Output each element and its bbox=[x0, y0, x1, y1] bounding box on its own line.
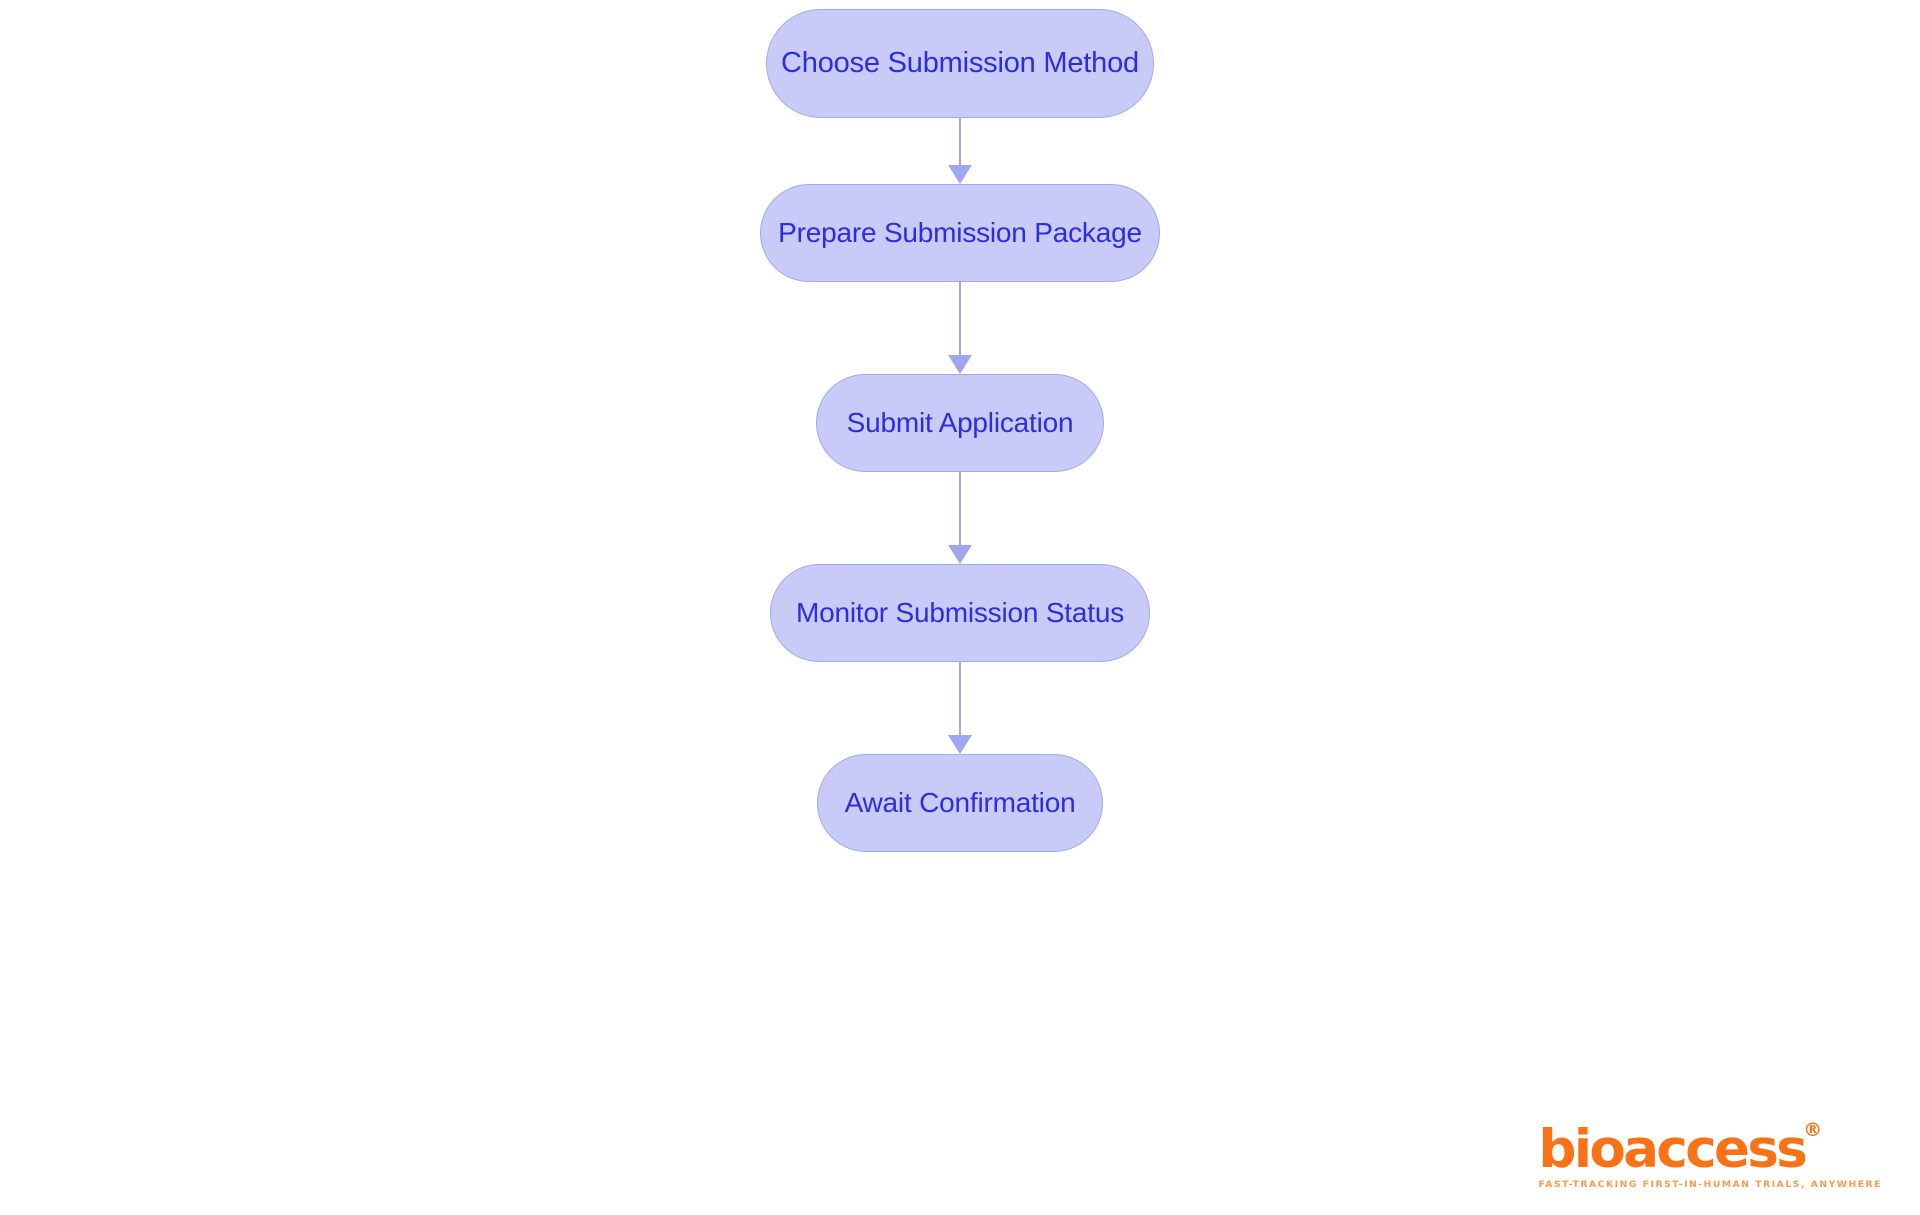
flow-node-label: Choose Submission Method bbox=[781, 47, 1139, 79]
arrowhead-down-icon bbox=[948, 355, 972, 374]
arrowhead-down-icon bbox=[948, 545, 972, 564]
flow-node-label: Submit Application bbox=[846, 407, 1074, 438]
logo-wordmark-label: bioaccess bbox=[1538, 1119, 1808, 1180]
flow-node-label: Await Confirmation bbox=[844, 787, 1076, 818]
connector-stem bbox=[958, 118, 962, 166]
flowchart-node-sequence: Choose Submission Method Prepare Submiss… bbox=[0, 9, 1920, 852]
connector-stem bbox=[958, 282, 962, 356]
arrowhead-down-icon bbox=[948, 735, 972, 754]
logo-tagline: FAST-TRACKING FIRST-IN-HUMAN TRIALS, ANY… bbox=[1538, 1179, 1882, 1190]
flow-node-submit-application[interactable]: Submit Application bbox=[816, 374, 1104, 472]
flow-node-choose-submission-method[interactable]: Choose Submission Method bbox=[766, 9, 1154, 118]
flow-connector-submit-to-monitor bbox=[940, 472, 980, 564]
flow-node-await-confirmation[interactable]: Await Confirmation bbox=[817, 754, 1103, 852]
registered-trademark-icon: ® bbox=[1803, 1119, 1823, 1141]
flow-node-label: Monitor Submission Status bbox=[795, 597, 1125, 628]
connector-stem bbox=[958, 472, 962, 546]
flow-connector-monitor-to-await bbox=[940, 662, 980, 754]
flow-node-label: Prepare Submission Package bbox=[778, 217, 1142, 248]
bioaccess-logo: bioaccess® FAST-TRACKING FIRST-IN-HUMAN … bbox=[1538, 1121, 1883, 1191]
logo-wordmark-text: bioaccess® bbox=[1539, 1121, 1823, 1177]
flow-connector-prepare-to-submit bbox=[940, 282, 980, 374]
connector-stem bbox=[958, 662, 962, 736]
flow-connector-choose-to-prepare bbox=[940, 118, 980, 184]
flow-node-prepare-submission-package[interactable]: Prepare Submission Package bbox=[760, 184, 1160, 282]
flow-node-monitor-submission-status[interactable]: Monitor Submission Status bbox=[770, 564, 1150, 662]
arrowhead-down-icon bbox=[948, 165, 972, 184]
